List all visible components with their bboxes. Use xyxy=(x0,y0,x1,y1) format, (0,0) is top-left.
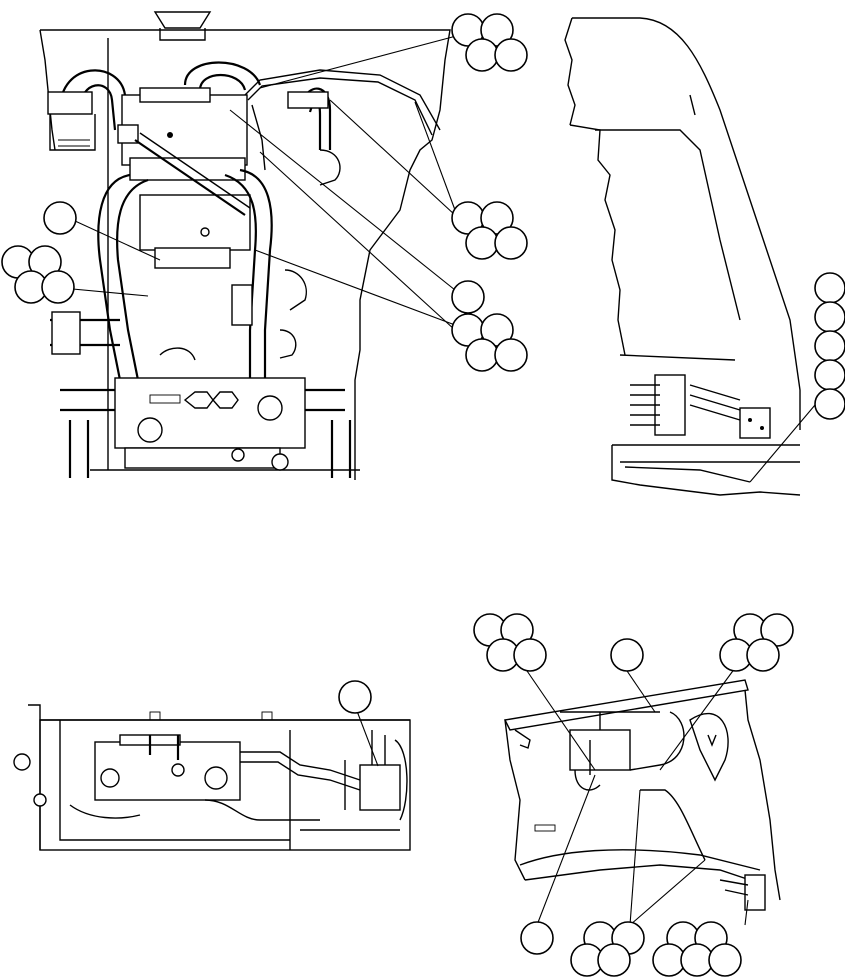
callout-balloon xyxy=(513,638,547,672)
callout-balloon xyxy=(43,201,77,235)
callout-balloon xyxy=(610,638,644,672)
callout-balloon xyxy=(451,280,485,314)
leader-lines xyxy=(61,34,816,926)
callout-balloon xyxy=(465,338,499,372)
callout-balloon xyxy=(41,270,75,304)
callout-balloon xyxy=(814,272,845,304)
callout-balloon xyxy=(494,38,528,72)
callout-balloon xyxy=(814,359,845,391)
callout-balloon xyxy=(708,943,742,977)
callout-balloons xyxy=(1,13,845,977)
callout-balloon xyxy=(494,226,528,260)
callout-balloon xyxy=(465,38,499,72)
valve-bank-lower-view xyxy=(13,704,411,851)
callout-balloon xyxy=(338,680,372,714)
hydraulic-valve-assembly-top-view xyxy=(39,11,451,480)
callout-balloon xyxy=(597,943,631,977)
frame-rail-routing-view xyxy=(503,679,781,911)
callout-balloon xyxy=(746,638,780,672)
callout-balloon xyxy=(814,301,845,333)
callout-balloon xyxy=(494,338,528,372)
callout-balloon xyxy=(520,921,554,955)
callout-balloon xyxy=(465,226,499,260)
callout-balloon xyxy=(814,330,845,362)
callout-balloon xyxy=(814,388,845,420)
frame-side-view xyxy=(564,17,801,496)
